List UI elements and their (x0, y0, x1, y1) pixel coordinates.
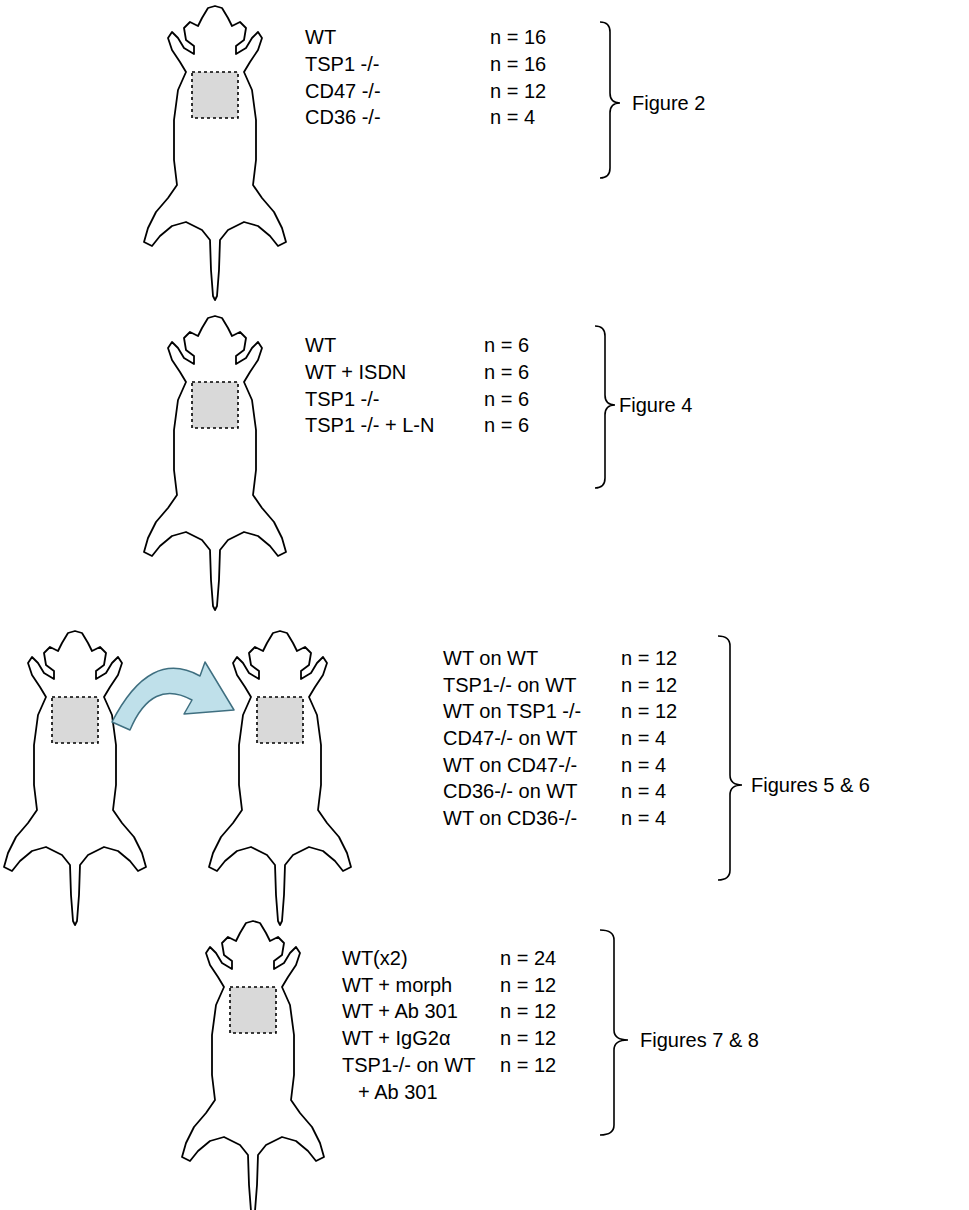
group-label: WT(x2) (342, 945, 408, 972)
figure-reference: Figure 2 (632, 90, 705, 117)
sample-size: n = 4 (621, 778, 666, 805)
group-bracket (595, 326, 615, 488)
figure-reference: Figures 5 & 6 (751, 772, 870, 799)
sample-size: n = 12 (500, 1052, 556, 1079)
group-label: CD36-/- on WT (443, 778, 577, 805)
sample-size: n = 6 (484, 386, 529, 413)
group-label: CD47-/- on WT (443, 725, 577, 752)
group-label: TSP1 -/- + L-N (305, 412, 434, 439)
group-label: TSP1 -/- (305, 386, 379, 413)
sample-size: n = 12 (500, 972, 556, 999)
group-label: WT on TSP1 -/- (443, 698, 581, 725)
sample-size: n = 24 (500, 945, 556, 972)
sample-size: n = 12 (500, 1025, 556, 1052)
group-label: WT + Ab 301 (342, 998, 458, 1025)
sample-size: n = 4 (621, 725, 666, 752)
sample-size: n = 12 (621, 698, 677, 725)
sample-size: n = 12 (621, 672, 677, 699)
mouse-figure (144, 6, 286, 300)
group-label: WT on WT (443, 645, 538, 672)
group-bracket (600, 930, 628, 1135)
mouse-figure (4, 631, 146, 925)
group-label: WT + ISDN (305, 359, 406, 386)
sample-size: n = 12 (500, 998, 556, 1025)
transplant-arrow (112, 662, 234, 730)
figure-reference: Figure 4 (619, 392, 692, 419)
group-label: WT on CD47-/- (443, 752, 577, 779)
group-bracket (600, 22, 620, 178)
group-label: CD36 -/- (305, 104, 381, 131)
mouse-figure (182, 921, 324, 1210)
sample-size: n = 6 (484, 359, 529, 386)
group-label: WT + IgG2α (342, 1025, 450, 1052)
sample-size: n = 4 (621, 805, 666, 832)
group-label: CD47 -/- (305, 78, 381, 105)
sample-size: n = 12 (621, 645, 677, 672)
group-label: WT + morph (342, 972, 452, 999)
mouse-figure (144, 316, 286, 610)
sample-size: n = 4 (621, 752, 666, 779)
sample-size: n = 6 (484, 412, 529, 439)
group-label: WT on CD36-/- (443, 805, 577, 832)
group-bracket (718, 636, 742, 880)
figure-reference: Figures 7 & 8 (640, 1027, 759, 1054)
group-label: TSP1 -/- (305, 51, 379, 78)
sample-size: n = 4 (490, 104, 535, 131)
sample-size: n = 16 (490, 24, 546, 51)
mouse-figure (209, 631, 351, 925)
sample-size: n = 16 (490, 51, 546, 78)
sample-size: n = 12 (490, 78, 546, 105)
group-label: TSP1-/- on WT (443, 672, 576, 699)
group-label: WT (305, 332, 336, 359)
group-label: WT (305, 24, 336, 51)
sample-size: n = 6 (484, 332, 529, 359)
group-label: TSP1-/- on WT + Ab 301 (358, 1052, 482, 1106)
